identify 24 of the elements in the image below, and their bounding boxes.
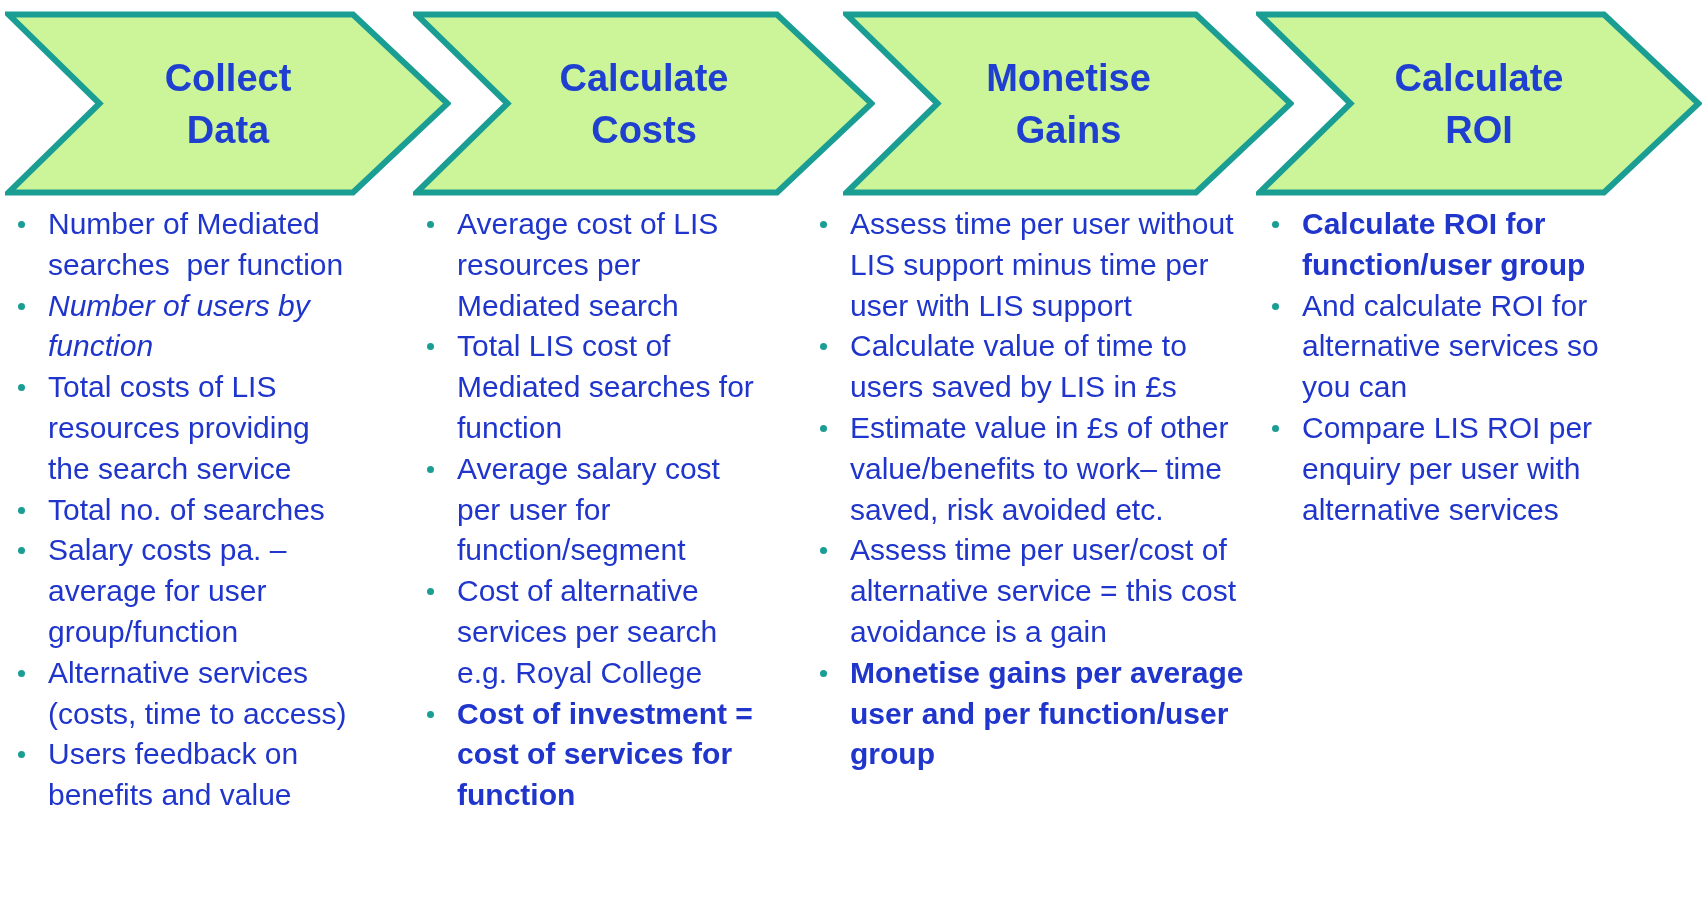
bullet-text: Average salary cost per user for function/segment bbox=[457, 451, 721, 567]
bullet-text: Number of Mediated searches per function bbox=[48, 207, 344, 281]
bullet-text: Total no. of searches bbox=[48, 492, 325, 526]
bullet-text: Users feedback on benefits and value bbox=[48, 737, 300, 812]
step-heading: Collect Data bbox=[163, 55, 293, 153]
step-heading: Calculate Costs bbox=[558, 55, 730, 153]
bullet-text: Average cost of LIS resources per Mediated search bbox=[457, 207, 720, 322]
bullet-text: Monetise gains per average user and per function/user group bbox=[850, 655, 1245, 771]
bullet-text: Salary costs pa. – average for user group/function bbox=[48, 533, 288, 648]
bullet-text: Alternative services (costs, time to access) bbox=[48, 655, 347, 730]
bullet-text: Number of users by function bbox=[48, 288, 312, 363]
bullet-text: Calculate value of time to users saved by LIS in £s bbox=[850, 329, 1188, 404]
bullet-text: Total LIS cost of Mediated searches for function bbox=[457, 329, 755, 444]
step-heading: Calculate ROI bbox=[1393, 55, 1565, 153]
bullet-text: Total costs of LIS resources providing the search service bbox=[48, 370, 311, 485]
bullet-text: Compare LIS ROI per enquiry per user with alternative services bbox=[1302, 411, 1594, 526]
bullet-text: Cost of alternative services per search e.g. Royal College bbox=[457, 574, 719, 689]
step-heading: Monetise Gains bbox=[985, 55, 1152, 153]
bullet-text: And calculate ROI for alternative services so you can bbox=[1302, 288, 1600, 404]
bullet-text: Assess time per user/cost of alternative service = this cost avoidance is a gain bbox=[850, 533, 1237, 648]
bullet-text: Calculate ROI for function/user group bbox=[1302, 207, 1586, 281]
bullet-text: Cost of investment = cost of services for function bbox=[457, 696, 754, 812]
bullet-text: Estimate value in £s of other value/benefits to work– time saved, risk avoided etc. bbox=[850, 411, 1230, 526]
bullet-text: Assess time per user without LIS support minus time per user with LIS support bbox=[850, 207, 1235, 322]
